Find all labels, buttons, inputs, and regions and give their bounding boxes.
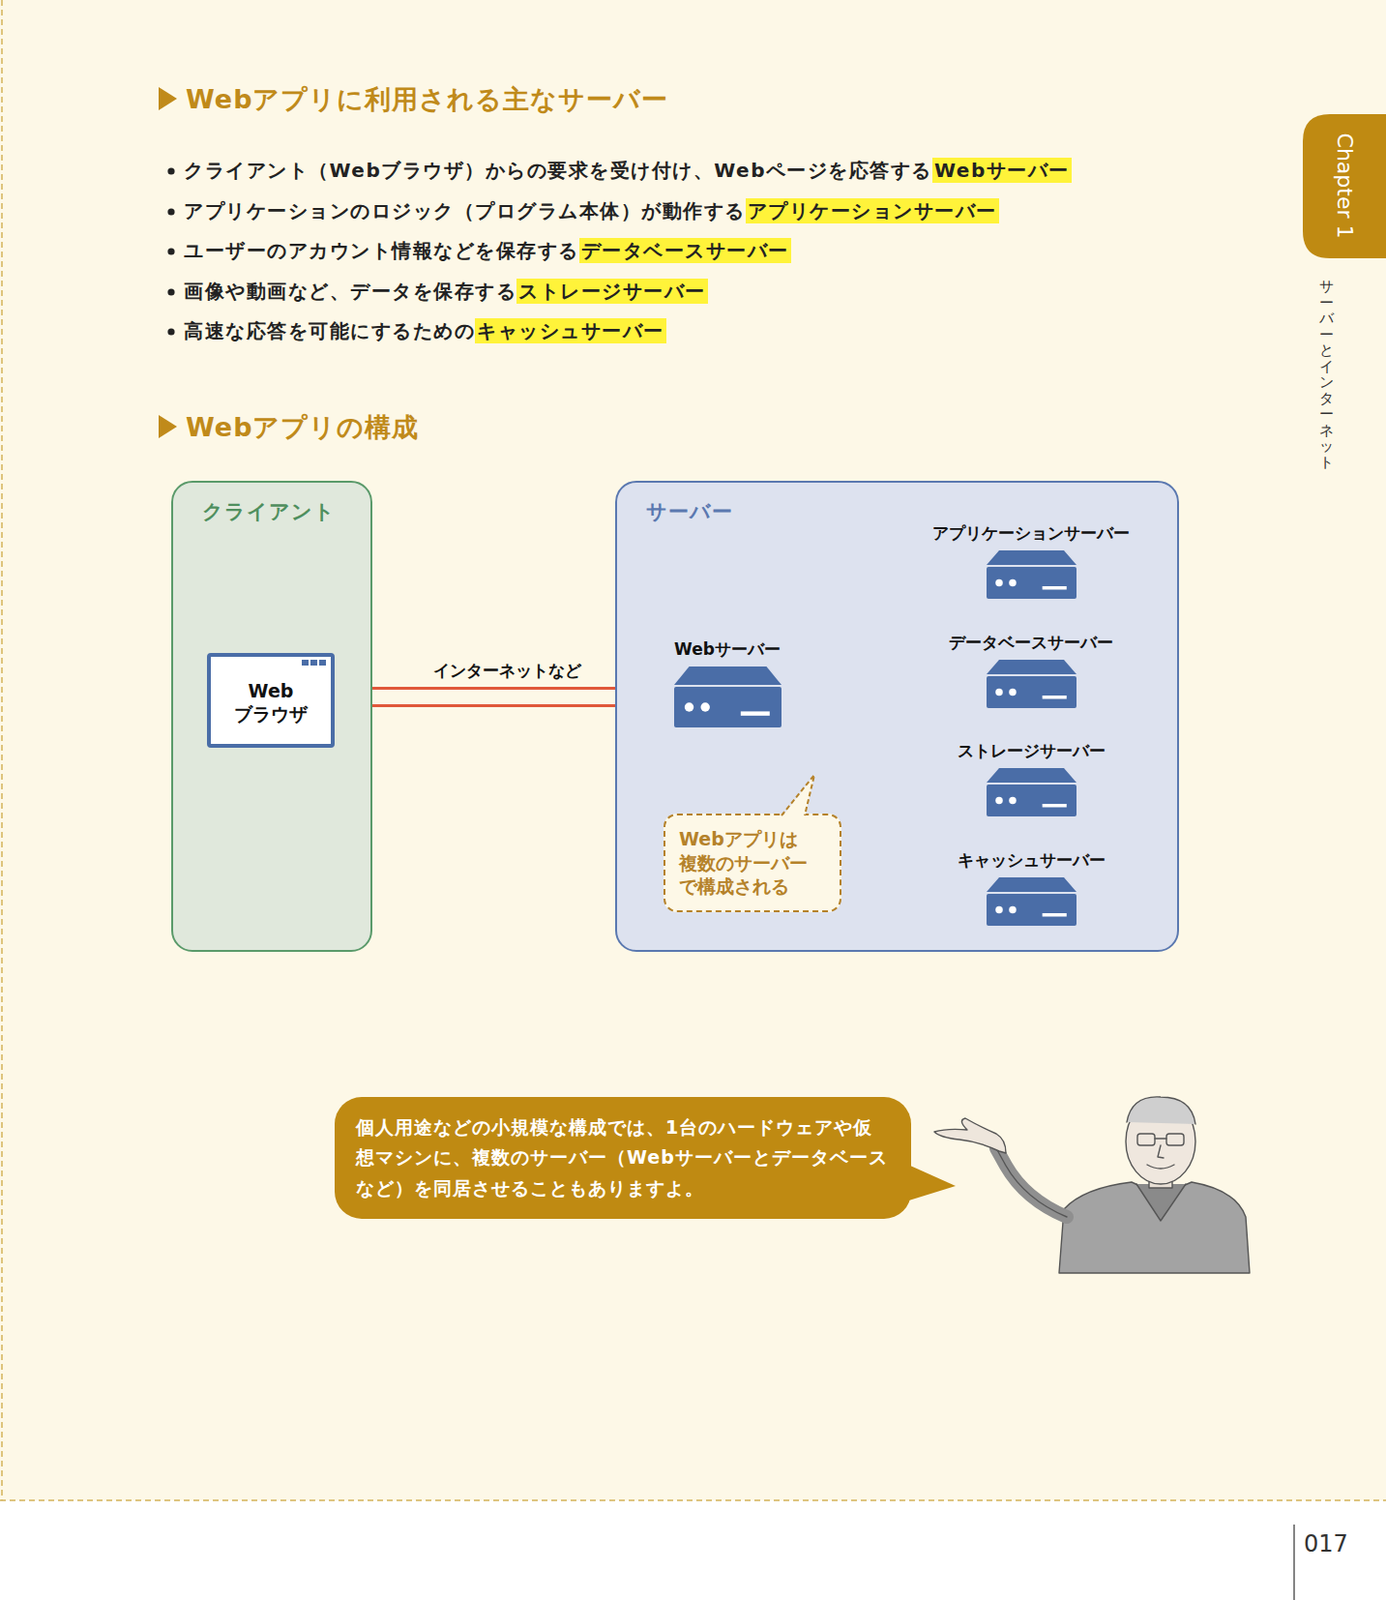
window-buttons (301, 659, 327, 668)
highlighted-term: ストレージサーバー (516, 278, 708, 304)
running-title: サーバーとインターネット (1319, 278, 1334, 471)
speech-bubble: 個人用途などの小規模な構成では、1台のハードウェアや仮想マシンに、複数のサーバー… (334, 1096, 912, 1219)
server-name: データベースサーバー (946, 631, 1116, 654)
traffic-arrow (355, 686, 659, 690)
traffic-arrow (355, 704, 659, 708)
bullet-dot (167, 167, 175, 175)
section-heading: Webアプリに利用される主なサーバー (185, 82, 669, 118)
server-node: ストレージサーバー (955, 739, 1108, 817)
bullet-text: アプリケーションのロジック（プログラム本体）が動作する (183, 198, 746, 224)
node-label: Web ブラウザ (216, 679, 325, 727)
server-node: データベースサーバー (946, 631, 1116, 708)
panel-heading: クライアント (202, 498, 371, 526)
browser-window: Web ブラウザ (206, 652, 335, 748)
region-panel: クライアント Web ブラウザ (171, 480, 373, 952)
server-name: アプリケーションサーバー (930, 522, 1132, 545)
margin-rule (0, 1499, 1386, 1502)
server-icon (986, 767, 1077, 817)
section-heading: Webアプリの構成 (185, 410, 419, 445)
margin-rule (0, 0, 3, 1501)
server-icon (674, 666, 782, 728)
server-icon (986, 659, 1077, 708)
highlighted-term: キャッシュサーバー (474, 318, 667, 344)
heading-marker (158, 87, 177, 111)
bullet-text: ユーザーのアカウント情報などを保存する (183, 237, 580, 264)
server-node: キャッシュサーバー (955, 849, 1108, 926)
page-number: 017 (1303, 1530, 1349, 1558)
bullet-text: 高速な応答を可能にするための (183, 318, 475, 344)
bullet-text: 画像や動画など、データを保存する (183, 278, 517, 304)
page-number-rule (1293, 1524, 1295, 1600)
bullet-text: クライアント（Webブラウザ）からの要求を受け付け、Webページを応答する (183, 157, 933, 183)
presenter-illustration (934, 1096, 1250, 1273)
server-icon (986, 550, 1077, 599)
heading-marker (158, 414, 177, 439)
panel-heading: サーバー (646, 498, 1178, 526)
region-panel: サーバー Webサーバー アプリケーションサーバーデータベースサーバーストレージサー… (615, 480, 1180, 952)
chapter-tab-label: Chapter 1 (1332, 133, 1357, 239)
note-callout: Webアプリは 複数のサーバー で構成される (663, 813, 842, 913)
server-node: Webサーバー (672, 638, 784, 728)
bullet-dot (167, 247, 175, 255)
speech-text: 個人用途などの小規模な構成では、1台のハードウェアや仮想マシンに、複数のサーバー… (355, 1112, 890, 1204)
connector-label: インターネットなど (430, 659, 585, 682)
server-icon (986, 877, 1077, 926)
callout-text: Webアプリは 複数のサーバー で構成される (678, 826, 826, 899)
highlighted-term: アプリケーションサーバー (745, 198, 1000, 224)
callout-pointer (779, 774, 819, 818)
highlighted-term: データベースサーバー (579, 237, 792, 264)
server-name: キャッシュサーバー (955, 849, 1108, 872)
bullet-dot (167, 288, 175, 295)
bullet-dot (167, 327, 175, 335)
bullet-dot (167, 207, 175, 215)
server-name: Webサーバー (672, 638, 784, 661)
server-name: ストレージサーバー (955, 739, 1108, 763)
chapter-tab (1302, 114, 1386, 259)
highlighted-term: Webサーバー (932, 157, 1072, 183)
page-ground (0, 0, 1386, 1501)
server-node: アプリケーションサーバー (930, 522, 1132, 599)
